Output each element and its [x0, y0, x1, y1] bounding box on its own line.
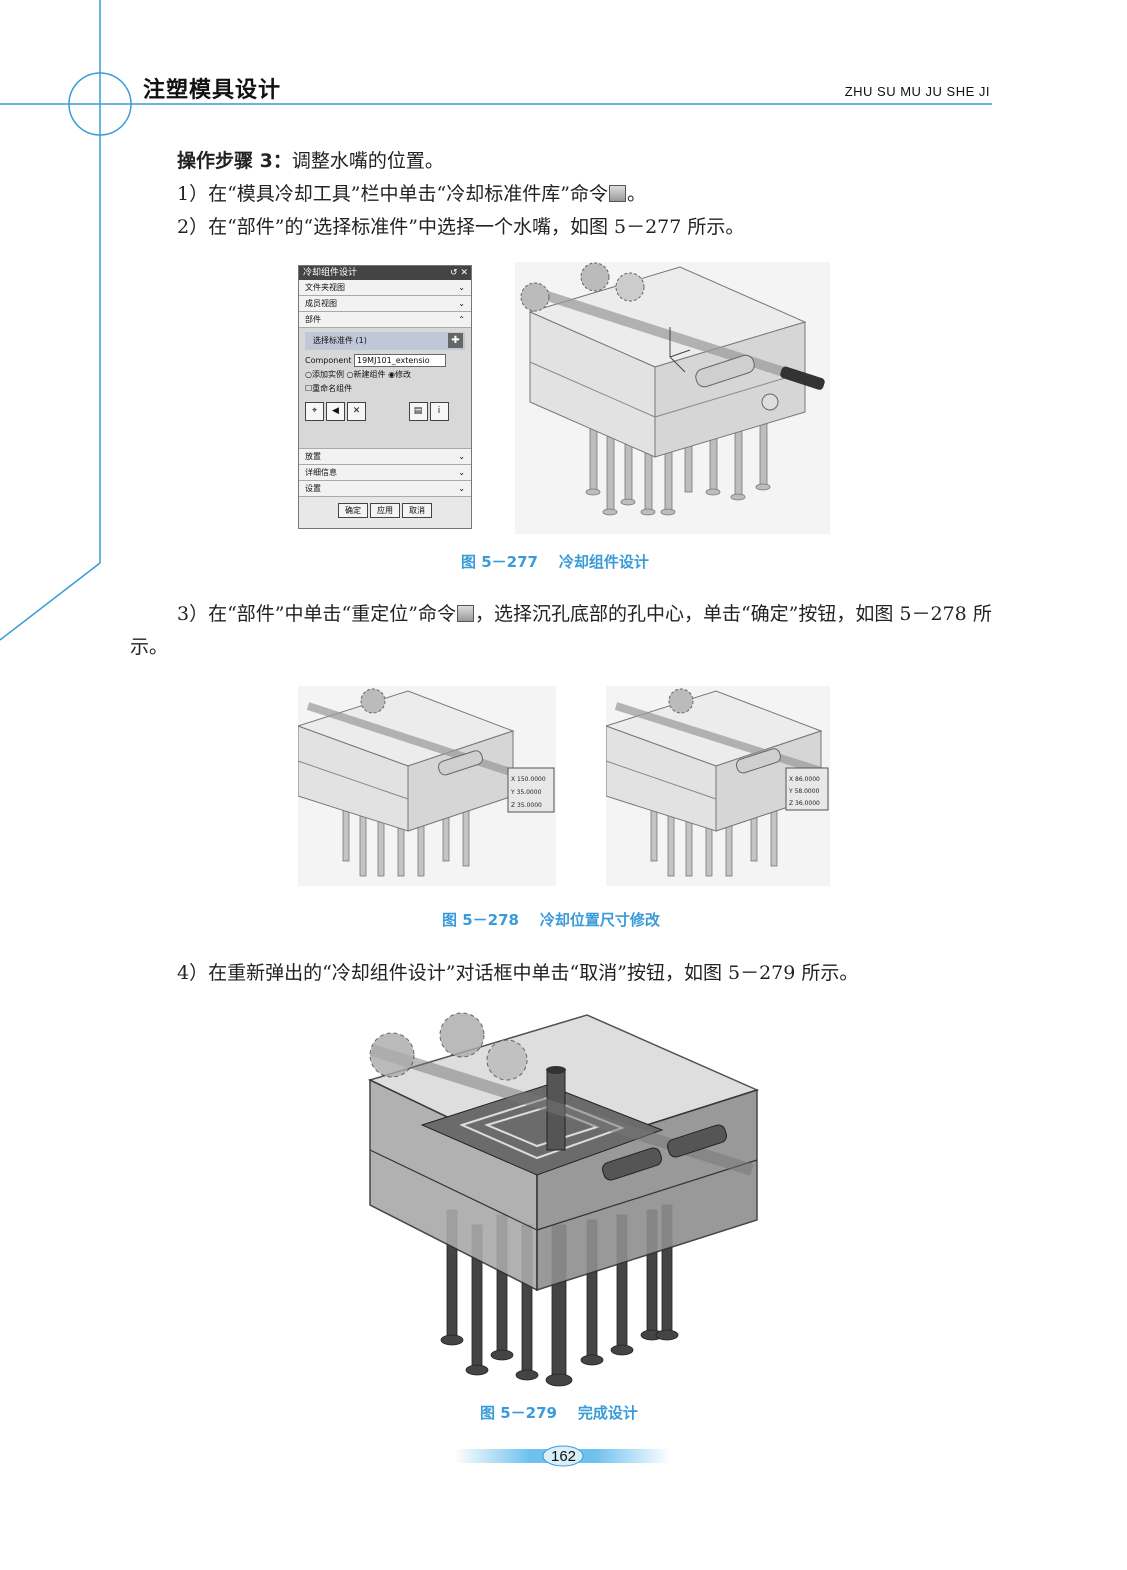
- dialog-row-member-view[interactable]: 成员视图 ⌄: [299, 296, 471, 312]
- item3-text-rest: ，选择沉孔底部的孔中心，单击“确定”按钮，如图 5－278 所示。: [130, 603, 992, 658]
- item1-text: 1）在“模具冷却工具”栏中单击“冷却标准件库”命令: [177, 183, 608, 205]
- figure-caption-278: 图 5－278 冷却位置尺寸修改: [442, 911, 660, 929]
- book-title-pinyin: ZHU SU MU JU SHE JI: [844, 84, 990, 99]
- remove-icon[interactable]: ✕: [347, 402, 366, 421]
- chevron-down-icon: ⌄: [458, 468, 465, 477]
- step-item-1: 1）在“模具冷却工具”栏中单击“冷却标准件库”命令。: [130, 178, 992, 211]
- book-title: 注塑模具设计: [143, 78, 282, 103]
- dialog-row-details[interactable]: 详细信息 ⌄: [299, 465, 471, 481]
- dialog-row-folder-view[interactable]: 文件夹视图 ⌄: [299, 280, 471, 296]
- step-item-3: 3）在“部件”中单击“重定位”命令，选择沉孔底部的孔中心，单击“确定”按钮，如图…: [130, 598, 992, 664]
- dim-x-value: X 150.0000: [511, 776, 546, 783]
- flip-icon[interactable]: ◀: [326, 402, 345, 421]
- cooling-library-icon: [608, 185, 626, 202]
- edit-icon[interactable]: ▤: [408, 402, 428, 421]
- step-label: 操作步骤 3：: [177, 150, 292, 172]
- row-label: 成员视图: [305, 299, 337, 308]
- dim-y-value: Y 58.0000: [788, 788, 820, 795]
- select-standard-part[interactable]: 选择标准件 (1) ✚: [305, 332, 465, 350]
- row-label: 放置: [305, 452, 321, 461]
- mold-render-277: [515, 262, 830, 534]
- mode-radios: ○添加实例 ○新建组件 ◉修改: [305, 368, 465, 382]
- item1-end: 。: [626, 183, 646, 205]
- apply-button[interactable]: 应用: [370, 503, 400, 518]
- mold-render-278-left: X 150.0000 Y 35.0000 Z 35.0000: [298, 686, 556, 886]
- figure-caption-279: 图 5－279 完成设计: [480, 1404, 638, 1422]
- dim-y-value: Y 35.0000: [510, 789, 542, 796]
- chevron-up-icon: ⌃: [458, 315, 465, 324]
- chevron-down-icon: ⌄: [458, 452, 465, 461]
- reposition-command-icon: [456, 605, 474, 622]
- row-label: 详细信息: [305, 468, 337, 477]
- reposition-icon[interactable]: ⌖: [305, 402, 324, 421]
- step3-heading: 操作步骤 3：调整水嘴的位置。: [130, 145, 992, 178]
- rename-label: 重命名组件: [312, 384, 353, 393]
- parts-panel: 选择标准件 (1) ✚ Component 19MJ101_extensio ○…: [299, 328, 471, 449]
- row-label: 文件夹视图: [305, 283, 345, 292]
- dialog-controls[interactable]: ↺ ✕: [450, 268, 468, 278]
- cooling-component-dialog: 冷却组件设计 ↺ ✕ 文件夹视图 ⌄ 成员视图 ⌄ 部件 ⌃ 选择标准件 (1) ✚ …: [298, 265, 472, 529]
- component-row: Component 19MJ101_extensio: [305, 354, 465, 368]
- figure-caption-277: 图 5－277 冷却组件设计: [461, 553, 649, 571]
- mold-render-278-right: X 86.0000 Y 58.0000 Z 36.0000: [606, 686, 830, 886]
- radio-new-label: 新建组件: [353, 370, 386, 379]
- crosshair-icon[interactable]: ✚: [448, 333, 463, 348]
- radio-modify-icon[interactable]: ◉: [388, 370, 396, 379]
- dialog-title: 冷却组件设计: [303, 268, 358, 278]
- ok-button[interactable]: 确定: [338, 503, 368, 518]
- checkbox-icon[interactable]: ☐: [305, 384, 313, 393]
- chevron-down-icon: ⌄: [458, 283, 465, 292]
- row-label: 部件: [305, 315, 321, 324]
- dialog-buttons: 确定应用取消: [299, 503, 471, 518]
- chevron-down-icon: ⌄: [458, 299, 465, 308]
- radio-modify-label: 修改: [395, 370, 412, 379]
- row-label: 设置: [305, 484, 321, 493]
- rename-row: ☐重命名组件: [305, 382, 465, 396]
- dim-z-value: Z 35.0000: [511, 802, 542, 809]
- dim-z-value: Z 36.0000: [789, 800, 820, 807]
- dialog-row-parts[interactable]: 部件 ⌃: [299, 312, 471, 328]
- chevron-down-icon: ⌄: [458, 484, 465, 493]
- component-select[interactable]: 19MJ101_extensio: [354, 354, 446, 367]
- step-text: 调整水嘴的位置。: [291, 150, 444, 172]
- page-number: 162: [550, 1448, 577, 1465]
- cancel-button[interactable]: 取消: [402, 503, 432, 518]
- step-item-2: 2）在“部件”的“选择标准件”中选择一个水嘴，如图 5－277 所示。: [177, 216, 745, 238]
- item3-text: 3）在“部件”中单击“重定位”命令: [177, 603, 456, 625]
- dialog-title-bar: 冷却组件设计 ↺ ✕: [299, 266, 471, 280]
- info-icon[interactable]: i: [429, 402, 449, 421]
- select-label: 选择标准件 (1): [313, 336, 367, 345]
- radio-new-icon[interactable]: ○: [346, 370, 354, 379]
- radio-add-label: 添加实例: [311, 370, 344, 379]
- step-item-4: 4）在重新弹出的“冷却组件设计”对话框中单击“取消”按钮，如图 5－279 所示…: [177, 962, 859, 984]
- dialog-row-settings[interactable]: 设置 ⌄: [299, 481, 471, 497]
- component-label: Component: [305, 356, 352, 365]
- dialog-row-placement[interactable]: 放置 ⌄: [299, 449, 471, 465]
- mold-render-279: [362, 1010, 764, 1390]
- dim-x-value: X 86.0000: [789, 776, 820, 783]
- dialog-toolbar: ⌖◀✕ ▤i: [305, 402, 465, 422]
- radio-add-icon[interactable]: ○: [305, 370, 312, 379]
